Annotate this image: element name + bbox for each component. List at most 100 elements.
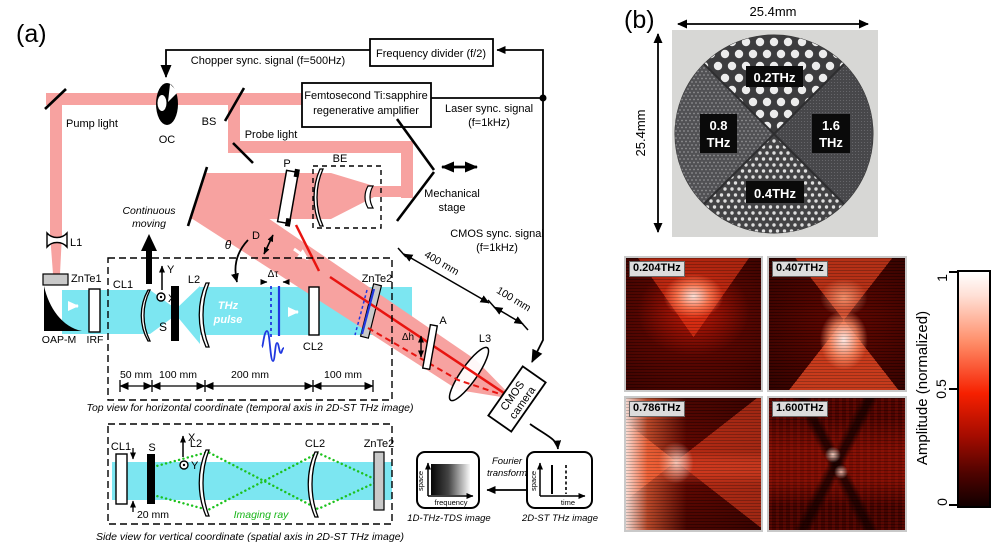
- beam-width-arrow: [263, 234, 274, 255]
- znte2-crystal-topview: [359, 283, 383, 339]
- delta-tau-label: Δτ: [268, 269, 279, 280]
- inset-2d-box: [526, 451, 593, 509]
- znte2-side-label: ZnTe2: [364, 438, 395, 450]
- thz-beam-sideview: [112, 462, 392, 500]
- panel-a-diagram: CMOS camera (a) Chopper sync. signal (f=…: [16, 20, 598, 543]
- amplifier-label-2: regenerative amplifier: [313, 105, 419, 117]
- probe-light-label: Probe light: [245, 129, 298, 141]
- continuous-moving-arrowhead: [141, 234, 157, 251]
- beam-stage: [401, 141, 413, 198]
- stage-label-1: Mechanical: [424, 188, 480, 200]
- sample-sideview: [147, 454, 155, 504]
- cmos-sync-label-1: CMOS sync. signal: [450, 228, 544, 240]
- height-dimension-label: 25.4mm: [633, 110, 648, 157]
- amplifier-box: [301, 82, 432, 128]
- cl1-side-label: CL1: [111, 441, 131, 453]
- mirrors: [44, 87, 436, 227]
- stage-mirror-top: [395, 118, 436, 171]
- lens-cl1-sideview: [115, 453, 128, 505]
- bs-label: BS: [202, 116, 217, 128]
- lens-l3: [448, 346, 490, 402]
- delta-h-label: Δh: [402, 332, 414, 343]
- znte1-label: ZnTe1: [71, 273, 102, 285]
- inset-1d-yaxis: space: [416, 471, 425, 491]
- thz-image-0.407: 0.407THz: [767, 256, 907, 392]
- cmos-sync-line: [531, 98, 544, 363]
- a-label: A: [439, 315, 447, 327]
- thz-image-0.204: 0.204THz: [624, 256, 763, 392]
- l3-label: L3: [479, 333, 491, 345]
- width-dimension-label: 25.4mm: [750, 4, 797, 19]
- irf-filter: [88, 288, 101, 333]
- lens-cl2-sideview: [307, 451, 319, 518]
- beam-return-narrow: [374, 186, 413, 197]
- laser-sync-label-2: (f=1kHz): [468, 117, 510, 129]
- stage-label-2: stage: [439, 202, 466, 214]
- polarizer: [276, 168, 300, 227]
- side-view-box: [107, 423, 393, 525]
- beamsplitter: [223, 87, 246, 122]
- colorbar-tick-mid: [949, 388, 957, 390]
- colorbar-value-bottom: 0: [934, 498, 950, 506]
- beam-probe-horizontal: [228, 141, 413, 153]
- znte2-crystal-sideview: [373, 451, 385, 511]
- sector-left-label-2: THz: [707, 135, 731, 150]
- dist-20mm: 20 mm: [137, 509, 169, 521]
- thz-image-1.600: 1.600THz: [767, 396, 907, 532]
- top-view-caption: Top view for horizontal coordinate (temp…: [87, 402, 414, 414]
- fourier-label-1: Fourier: [492, 456, 523, 467]
- thz-image-label: 0.407THz: [772, 261, 828, 277]
- thz-image-label: 1.600THz: [772, 401, 828, 417]
- pump-light-label: Pump light: [66, 118, 118, 130]
- thz-waveform: [261, 330, 285, 362]
- mirror-probe-turn: [232, 142, 254, 164]
- stage-mirror-bottom: [395, 171, 436, 222]
- be-label: BE: [333, 153, 348, 165]
- thz-image-0.786: 0.786THz: [624, 396, 763, 532]
- dimension-arrows: [119, 380, 374, 392]
- thz-image-label: 0.786THz: [629, 401, 685, 417]
- beam-direction-arrow: [293, 247, 309, 261]
- dist-100mm-b: 100 mm: [324, 369, 362, 381]
- panel-b-label: (b): [624, 6, 655, 34]
- beam-diagonal: [191, 175, 476, 390]
- colorbar-value-top: 1: [934, 274, 950, 282]
- inset-1d-xaxis: frequency: [435, 498, 468, 507]
- thz-pulse-label-2: pulse: [213, 314, 243, 326]
- lens-l1: [46, 231, 68, 249]
- optical-chopper: [156, 83, 178, 125]
- theta-arc: [231, 239, 249, 283]
- y-side-label: Y: [191, 460, 199, 472]
- beam-pump: [50, 93, 62, 274]
- inset-1d-label: 1D-THz-TDS image: [407, 513, 490, 524]
- signal-wiring: [160, 46, 562, 494]
- colorbar-title: Amplitude (normalized): [914, 310, 931, 466]
- lens-l2-topview: [198, 282, 210, 348]
- aperture: [421, 323, 439, 371]
- colorbar-tick-top: [949, 271, 957, 273]
- lens-cl2-topview: [308, 286, 320, 336]
- sample-topview: [171, 286, 179, 341]
- frequency-divider-label: Frequency divider (f/2): [376, 48, 486, 60]
- s-label: S: [159, 320, 167, 334]
- probe-line-dashed: [367, 327, 513, 399]
- x-axis-label: X: [168, 293, 176, 305]
- sector-top-label: 0.2THz: [754, 70, 796, 85]
- continuous-label-2: moving: [132, 218, 166, 230]
- diagonal-dimension-arrows: [397, 247, 529, 331]
- side-view-elements: [115, 435, 385, 518]
- thz-pulse-label-1: THz: [218, 300, 239, 312]
- l1-label: L1: [70, 237, 82, 249]
- beam-expander-cone: [331, 173, 374, 219]
- znte1-crystal: [42, 273, 69, 286]
- inset-2d-xaxis: time: [561, 498, 575, 507]
- amplifier-label-1: Femtosecond Ti:sapphire: [304, 90, 428, 102]
- l2-label: L2: [188, 274, 200, 286]
- oc-label: OC: [159, 134, 176, 146]
- znte2-label: ZnTe2: [362, 273, 393, 285]
- cl1-label: CL1: [113, 279, 133, 291]
- divider-input-line: [496, 46, 544, 98]
- frequency-divider-box: [369, 38, 494, 67]
- sector-right-label-2: THz: [819, 135, 843, 150]
